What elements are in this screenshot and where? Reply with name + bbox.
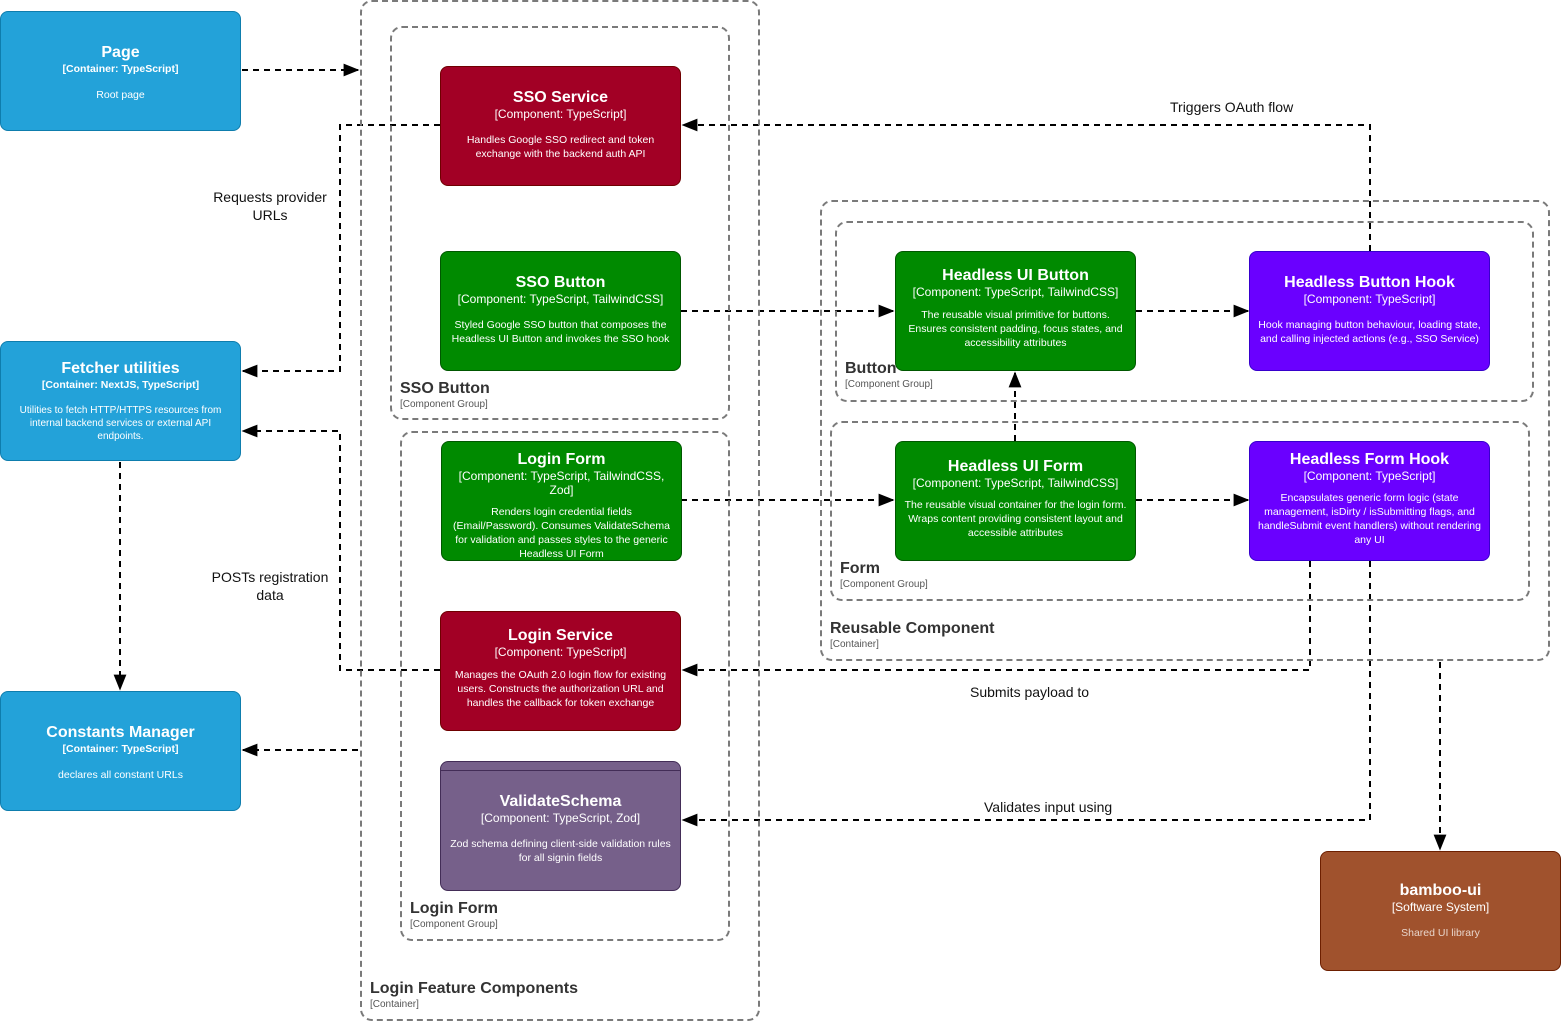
login-feature-label: Login Feature Components <box>370 980 578 997</box>
node-title: Headless Form Hook <box>1289 451 1450 468</box>
node-tech: [Component: TypeScript] <box>494 645 627 659</box>
node-title: Login Service <box>508 627 613 644</box>
node-desc: Root page <box>96 89 145 101</box>
reusable-type: [Container] <box>830 639 879 650</box>
node-title: Page <box>101 44 140 61</box>
node-tech: [Software System] <box>1391 900 1490 914</box>
node-tech: [Component: TypeScript] <box>1303 469 1436 483</box>
validate-schema-node[interactable]: ValidateSchema [Component: TypeScript, Z… <box>440 761 681 891</box>
sso-button-group-type: [Component Group] <box>400 399 488 410</box>
login-form-node[interactable]: Login Form [Component: TypeScript, Tailw… <box>441 441 682 561</box>
node-title: Headless UI Button <box>942 267 1089 284</box>
node-desc: Shared UI library <box>1401 927 1480 939</box>
edge-label-triggers-oauth: Triggers OAuth flow <box>1170 98 1294 116</box>
node-title: Login Form <box>517 451 606 468</box>
arrow-form-hook-to-validate-schema <box>681 561 1371 827</box>
login-feature-boundary <box>360 0 760 1021</box>
edge-label-requests-provider: Requests provider URLs <box>205 188 335 224</box>
reusable-label: Reusable Component <box>830 620 995 637</box>
constants-manager-node[interactable]: Constants Manager [Container: TypeScript… <box>0 691 241 811</box>
login-form-group-label: Login Form <box>410 900 498 917</box>
login-feature-type: [Container] <box>370 999 419 1010</box>
sso-button-group-boundary <box>390 26 730 420</box>
login-form-group-boundary <box>400 431 730 941</box>
button-group-type: [Component Group] <box>845 379 933 390</box>
sso-button-group-label: SSO Button <box>400 380 490 397</box>
node-desc: Styled Google SSO button that composes t… <box>451 319 670 345</box>
headless-form-hook-node[interactable]: Headless Form Hook [Component: TypeScrip… <box>1249 441 1490 561</box>
arrow-form-hook-to-login-service <box>681 561 1311 677</box>
node-tech: [Component: TypeScript, Zod] <box>480 811 641 825</box>
button-group-label: Button <box>845 360 897 377</box>
form-group-boundary <box>830 421 1530 601</box>
node-desc: Utilities to fetch HTTP/HTTPS resources … <box>19 405 222 442</box>
node-title: ValidateSchema <box>499 793 622 810</box>
node-title: Constants Manager <box>46 724 195 741</box>
button-group-boundary <box>835 221 1534 402</box>
page-node[interactable]: Page [Container: TypeScript] Root page <box>0 11 241 131</box>
login-form-group-type: [Component Group] <box>410 919 498 930</box>
sso-service-node[interactable]: SSO Service [Component: TypeScript] Hand… <box>440 66 681 186</box>
node-desc: Renders login credential fields (Email/P… <box>453 506 670 560</box>
node-desc: Encapsulates generic form logic (state m… <box>1258 492 1481 546</box>
arrow-hook-to-sso-service <box>681 118 1371 251</box>
node-tech: [Component: TypeScript, TailwindCSS] <box>457 292 664 306</box>
node-desc: Zod schema defining client-side validati… <box>450 838 671 864</box>
node-tech: [Component: TypeScript, TailwindCSS] <box>912 285 1119 299</box>
sso-button-node[interactable]: SSO Button [Component: TypeScript, Tailw… <box>440 251 681 371</box>
form-group-type: [Component Group] <box>840 579 928 590</box>
node-tech: [Component: TypeScript] <box>494 107 627 121</box>
node-tech: [Container: NextJS, TypeScript] <box>41 379 200 391</box>
node-title: Fetcher utilities <box>61 360 180 377</box>
node-desc: Handles Google SSO redirect and token ex… <box>466 134 655 160</box>
node-desc: The reusable visual primitive for button… <box>908 309 1123 349</box>
node-title: bamboo-ui <box>1399 882 1482 899</box>
node-desc: Manages the OAuth 2.0 login flow for exi… <box>454 669 667 709</box>
node-tech: [Component: TypeScript, TailwindCSS, Zod… <box>458 469 665 497</box>
schema-top-band <box>441 770 680 771</box>
fetcher-utilities-node[interactable]: Fetcher utilities [Container: NextJS, Ty… <box>0 341 241 461</box>
node-tech: [Component: TypeScript, TailwindCSS] <box>912 476 1119 490</box>
edge-label-submits-payload: Submits payload to <box>970 683 1090 701</box>
arrow-login-service-to-fetcher <box>241 424 440 671</box>
reusable-boundary <box>820 200 1550 661</box>
headless-ui-form-node[interactable]: Headless UI Form [Component: TypeScript,… <box>895 441 1136 561</box>
node-desc: The reusable visual container for the lo… <box>904 499 1127 539</box>
form-group-label: Form <box>840 560 880 577</box>
node-desc: Hook managing button behaviour, loading … <box>1258 319 1481 345</box>
node-tech: [Component: TypeScript] <box>1303 292 1436 306</box>
node-title: Headless UI Form <box>947 458 1084 475</box>
node-title: SSO Button <box>515 274 606 291</box>
edge-label-posts-registration: POSTs registration data <box>205 568 335 604</box>
node-tech: [Container: TypeScript] <box>62 743 179 755</box>
node-tech: [Container: TypeScript] <box>62 63 179 75</box>
headless-ui-button-node[interactable]: Headless UI Button [Component: TypeScrip… <box>895 251 1136 371</box>
headless-button-hook-node[interactable]: Headless Button Hook [Component: TypeScr… <box>1249 251 1490 371</box>
node-desc: declares all constant URLs <box>58 769 183 781</box>
bamboo-ui-node[interactable]: bamboo-ui [Software System] Shared UI li… <box>1320 851 1561 971</box>
edge-label-validates-input: Validates input using <box>984 798 1113 816</box>
node-title: SSO Service <box>512 89 609 106</box>
node-title: Headless Button Hook <box>1284 274 1455 291</box>
login-service-node[interactable]: Login Service [Component: TypeScript] Ma… <box>440 611 681 731</box>
